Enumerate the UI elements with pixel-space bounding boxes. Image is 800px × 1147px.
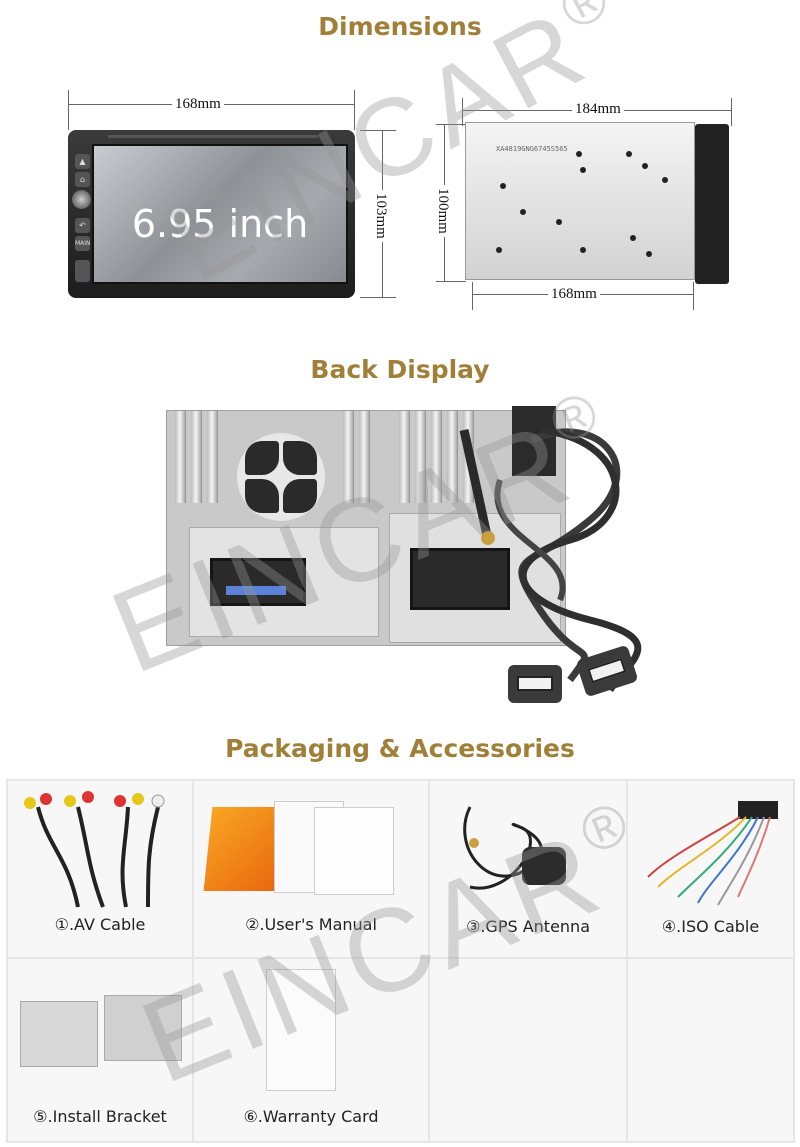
back-button: ↶ — [75, 218, 90, 233]
side-height-tick-top — [436, 124, 466, 125]
iso-connector — [210, 558, 306, 606]
housing-hole — [626, 151, 632, 157]
front-unit-image: ▲ ⌂ ↶ MAIN 6.95 inch — [68, 130, 355, 298]
fan-blade — [245, 441, 279, 475]
front-button-column: ▲ ⌂ ↶ MAIN — [72, 148, 92, 288]
housing-hole — [662, 177, 668, 183]
heatsink-fin — [399, 411, 410, 503]
heatsink-fin — [447, 411, 458, 503]
side-width-label: 168mm — [548, 286, 600, 303]
accessory-label-users-manual: ②.User's Manual — [245, 915, 377, 934]
accessory-gps-antenna: ③.GPS Antenna — [430, 781, 626, 957]
disc-slot — [108, 135, 318, 138]
accessory-users-manual: ②.User's Manual — [194, 781, 428, 957]
fan-blade — [283, 479, 317, 513]
side-unit-image: XA4819GNG6745S565 — [465, 122, 729, 284]
heatsink-fin — [175, 411, 186, 503]
eject-button: ▲ — [75, 154, 90, 169]
accessory-label-warranty-card: ⑥.Warranty Card — [243, 1107, 379, 1126]
heatsink-fin — [191, 411, 202, 503]
housing-hole — [556, 219, 562, 225]
side-depth-label: 184mm — [572, 101, 624, 118]
fan-blade — [245, 479, 279, 513]
accessory-label-gps-antenna: ③.GPS Antenna — [465, 917, 590, 936]
dimensions-title: Dimensions — [318, 12, 482, 41]
usb-plug-1 — [508, 665, 562, 703]
front-width-tick-right — [354, 90, 355, 130]
iso-connector-latch — [226, 586, 286, 595]
back-display-title: Back Display — [310, 355, 490, 384]
fan-blade — [283, 441, 317, 475]
side-width-tick-right — [693, 282, 694, 310]
av-cable-image — [24, 791, 165, 908]
accessory-warranty-card: ⑥.Warranty Card — [194, 959, 428, 1141]
heatsink-fin — [431, 411, 442, 503]
empty-cell — [628, 959, 793, 1141]
harness-cable — [494, 479, 566, 602]
accessory-label-iso-cable: ④.ISO Cable — [661, 917, 760, 936]
iso-cable-image — [647, 801, 778, 906]
housing-hole — [646, 251, 652, 257]
housing-hole — [630, 235, 636, 241]
housing-hole — [500, 183, 506, 189]
manual-page — [314, 807, 394, 895]
front-height-tick-bottom — [360, 297, 396, 298]
main-button: MAIN — [75, 236, 91, 251]
housing-hole — [580, 247, 586, 253]
warranty-card-image — [266, 969, 336, 1091]
heatsink-fin — [343, 411, 354, 503]
accessory-label-av-cable: ①.AV Cable — [54, 915, 146, 934]
front-height-tick-top — [360, 130, 396, 131]
housing-hole — [520, 209, 526, 215]
side-depth-tick-left — [462, 98, 463, 126]
heatsink-fin — [207, 411, 218, 503]
packaging-title: Packaging & Accessories — [225, 734, 575, 763]
metal-housing: XA4819GNG6745S565 — [465, 122, 695, 280]
gps-sma-connector — [481, 531, 495, 545]
front-screen: 6.95 inch — [92, 144, 348, 284]
accessory-av-cable: ①.AV Cable — [8, 781, 192, 957]
front-width-tick-left — [68, 90, 69, 130]
heatsink-fin — [359, 411, 370, 503]
screen-size-label: 6.95 inch — [131, 202, 309, 246]
harness-connector-panel — [389, 513, 561, 643]
front-width-label: 168mm — [172, 96, 224, 113]
home-button: ⌂ — [75, 172, 90, 187]
side-height-label: 100mm — [434, 185, 451, 237]
accessory-install-bracket: ⑤.Install Bracket — [8, 959, 192, 1141]
usb-port — [517, 676, 553, 691]
side-depth-tick-right — [731, 98, 732, 126]
cooling-fan — [237, 433, 325, 521]
accessories-grid: ①.AV Cable ②.User's Manual ③.GPS Antenna — [6, 779, 795, 1143]
side-width-tick-left — [472, 282, 473, 310]
gps-antenna-image — [463, 806, 566, 890]
housing-hole — [576, 151, 582, 157]
front-height-label: 103mm — [372, 190, 389, 242]
serial-sticker: XA4819GNG6745S565 — [496, 145, 568, 153]
back-unit-image — [166, 410, 566, 646]
cable-bundle-graphic — [459, 406, 642, 692]
usb-slot — [75, 260, 90, 282]
usb-port — [587, 657, 627, 684]
harness-connector — [410, 548, 510, 610]
accessory-label-install-bracket: ⑤.Install Bracket — [33, 1107, 167, 1126]
housing-hole — [580, 167, 586, 173]
bracket-right — [104, 995, 182, 1061]
front-face-side — [695, 124, 729, 284]
usb-cable-2 — [519, 426, 642, 692]
bracket-left — [20, 1001, 98, 1067]
heatsink-fin — [415, 411, 426, 503]
side-height-tick-bottom — [436, 281, 466, 282]
volume-knob — [72, 190, 91, 209]
antenna-stub — [459, 429, 493, 541]
housing-hole — [642, 163, 648, 169]
empty-cell — [430, 959, 626, 1141]
iso-connector-panel — [189, 527, 379, 637]
accessory-iso-cable: ④.ISO Cable — [628, 781, 793, 957]
housing-hole — [496, 247, 502, 253]
